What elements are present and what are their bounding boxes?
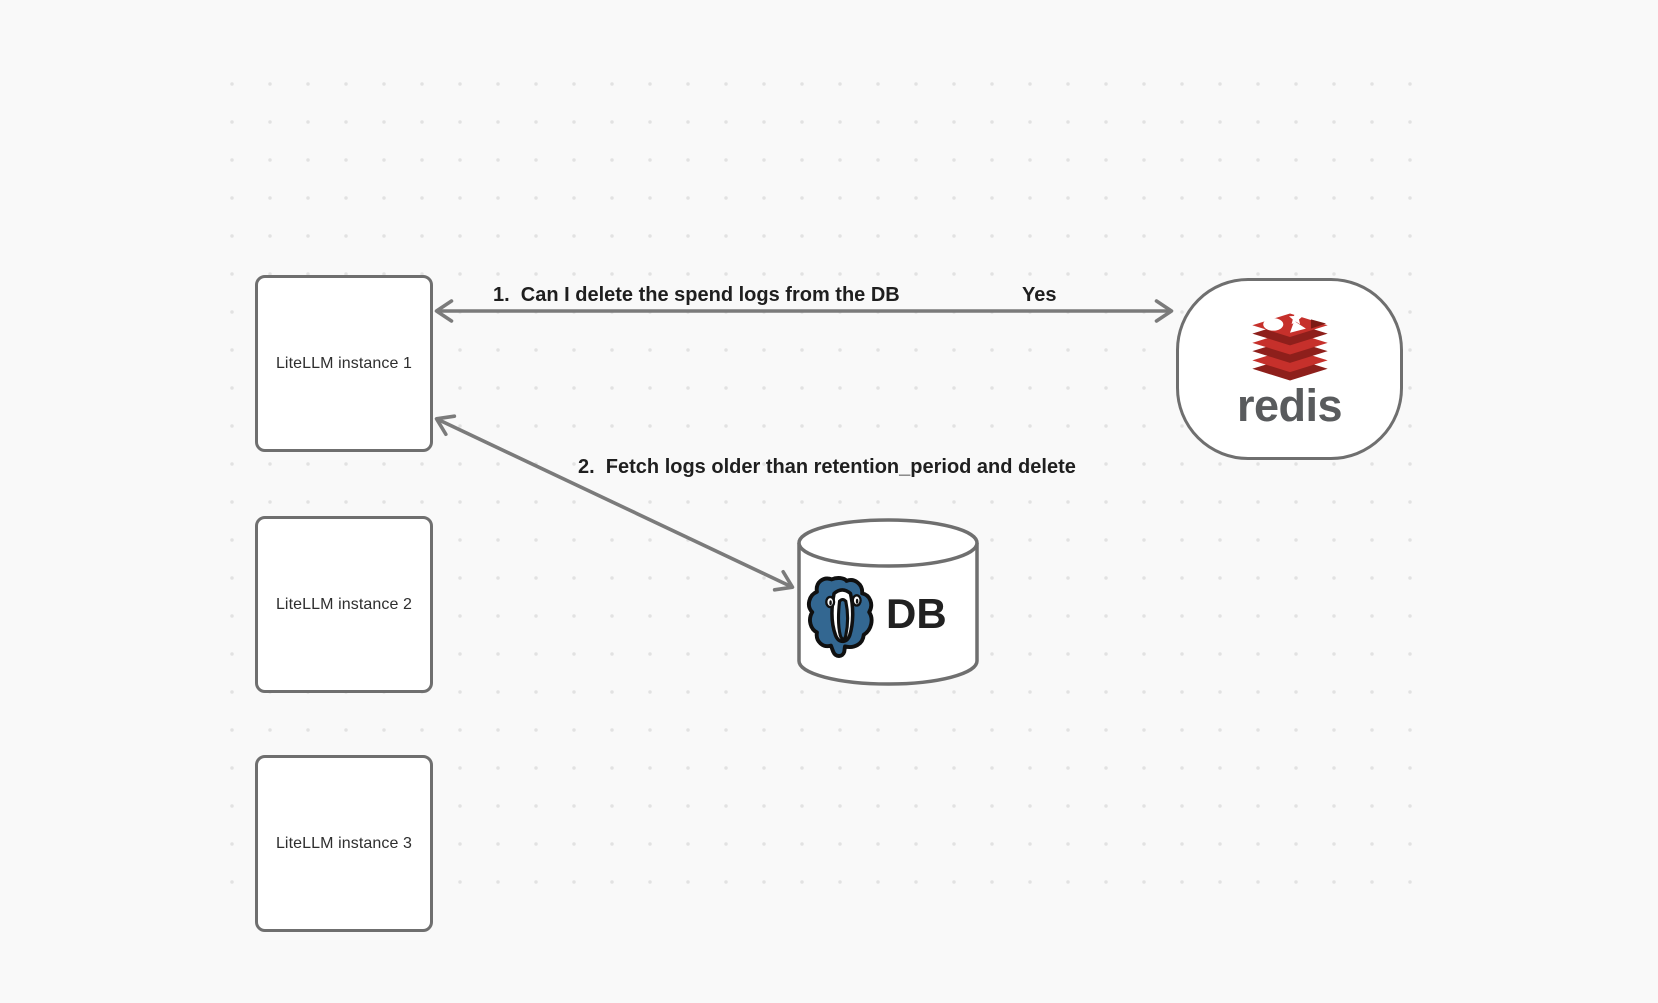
postgresql-logo-icon xyxy=(806,576,874,658)
edge1-reply-label: Yes xyxy=(1022,284,1057,306)
node-litellm-instance-1[interactable]: LiteLLM instance 1 xyxy=(255,275,433,452)
node-litellm-instance-2-label: LiteLLM instance 2 xyxy=(275,595,413,613)
edge2-label: 2. Fetch logs older than retention_perio… xyxy=(578,456,1076,478)
node-litellm-instance-3[interactable]: LiteLLM instance 3 xyxy=(255,755,433,932)
redis-wordmark: redis xyxy=(1236,380,1343,431)
db-label: DB xyxy=(886,590,947,637)
node-litellm-instance-2[interactable]: LiteLLM instance 2 xyxy=(255,516,433,693)
node-litellm-instance-3-label: LiteLLM instance 3 xyxy=(275,834,413,852)
node-litellm-instance-1-label: LiteLLM instance 1 xyxy=(275,354,413,372)
edge2-arrow[interactable] xyxy=(434,414,795,592)
edge1-label: 1. Can I delete the spend logs from the … xyxy=(493,284,900,306)
node-redis[interactable]: redis xyxy=(1176,278,1403,460)
redis-logo-icon xyxy=(1251,311,1328,381)
